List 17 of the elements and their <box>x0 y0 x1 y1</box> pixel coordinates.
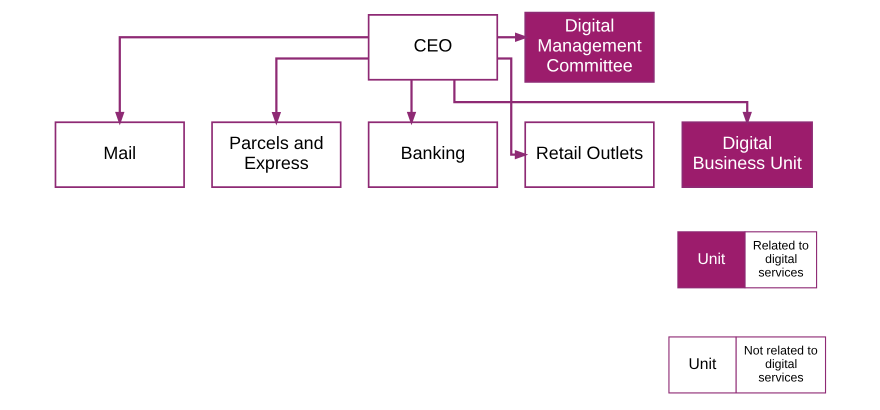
node-box: CEO <box>367 14 498 81</box>
node-box: Digital Business Unit <box>681 121 812 188</box>
arrow <box>497 32 528 42</box>
label: Unit <box>688 356 716 374</box>
node-box: Parcels and Express <box>210 121 342 188</box>
arrow <box>114 36 368 126</box>
arrow <box>271 57 368 126</box>
legend-label: Not related to digital services <box>743 344 818 384</box>
arrow <box>497 57 528 160</box>
arrow <box>406 80 416 126</box>
legend-label: Related to digital services <box>752 238 808 280</box>
node-box: Mail <box>54 121 184 188</box>
label: Unit <box>696 250 725 268</box>
arrow <box>452 80 752 126</box>
node-box: Banking <box>367 121 498 188</box>
node-box: Retail Outlets <box>524 121 654 188</box>
node-box: Digital Management Committee <box>524 12 654 83</box>
